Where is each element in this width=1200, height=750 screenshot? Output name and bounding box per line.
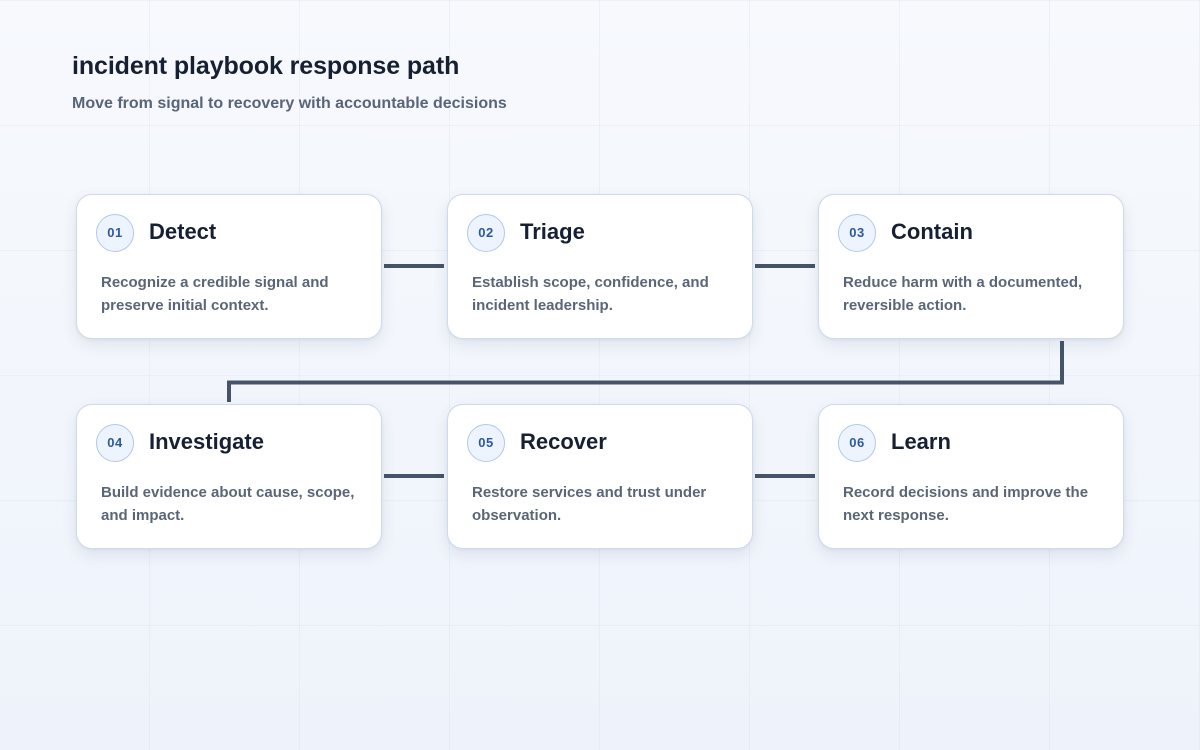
step-title: Contain xyxy=(891,219,973,244)
step-description: Establish scope, confidence, and inciden… xyxy=(472,274,709,314)
step-card-contain: 03 Contain Reduce harm with a documented… xyxy=(818,194,1124,339)
step-title: Investigate xyxy=(149,429,264,454)
step-title: Triage xyxy=(520,219,585,244)
step-card-learn: 06 Learn Record decisions and improve th… xyxy=(818,404,1124,549)
step-title: Recover xyxy=(520,429,607,454)
step-number-badge: 02 xyxy=(467,214,505,252)
step-card-recover: 05 Recover Restore services and trust un… xyxy=(447,404,753,549)
step-description: Record decisions and improve the next re… xyxy=(843,484,1089,524)
page-title: incident playbook response path xyxy=(72,52,460,80)
step-title: Learn xyxy=(891,429,951,454)
step-title: Detect xyxy=(149,219,217,244)
step-card-triage: 02 Triage Establish scope, confidence, a… xyxy=(447,194,753,339)
step-description: Build evidence about cause, scope, and i… xyxy=(101,484,355,524)
step-card-investigate: 04 Investigate Build evidence about caus… xyxy=(76,404,382,549)
step-description: Reduce harm with a documented, reversibl… xyxy=(843,274,1083,314)
step-number-badge: 01 xyxy=(96,214,134,252)
step-number-badge: 05 xyxy=(467,424,505,462)
step-card-detect: 01 Detect Recognize a credible signal an… xyxy=(76,194,382,339)
step-description: Restore services and trust under observa… xyxy=(472,484,707,524)
step-description: Recognize a credible signal and preserve… xyxy=(101,274,329,314)
step-number-badge: 03 xyxy=(838,214,876,252)
step-number-badge: 04 xyxy=(96,424,134,462)
page-subtitle: Move from signal to recovery with accoun… xyxy=(72,95,507,112)
connector-contain-investigate xyxy=(227,341,1064,402)
step-number-badge: 06 xyxy=(838,424,876,462)
